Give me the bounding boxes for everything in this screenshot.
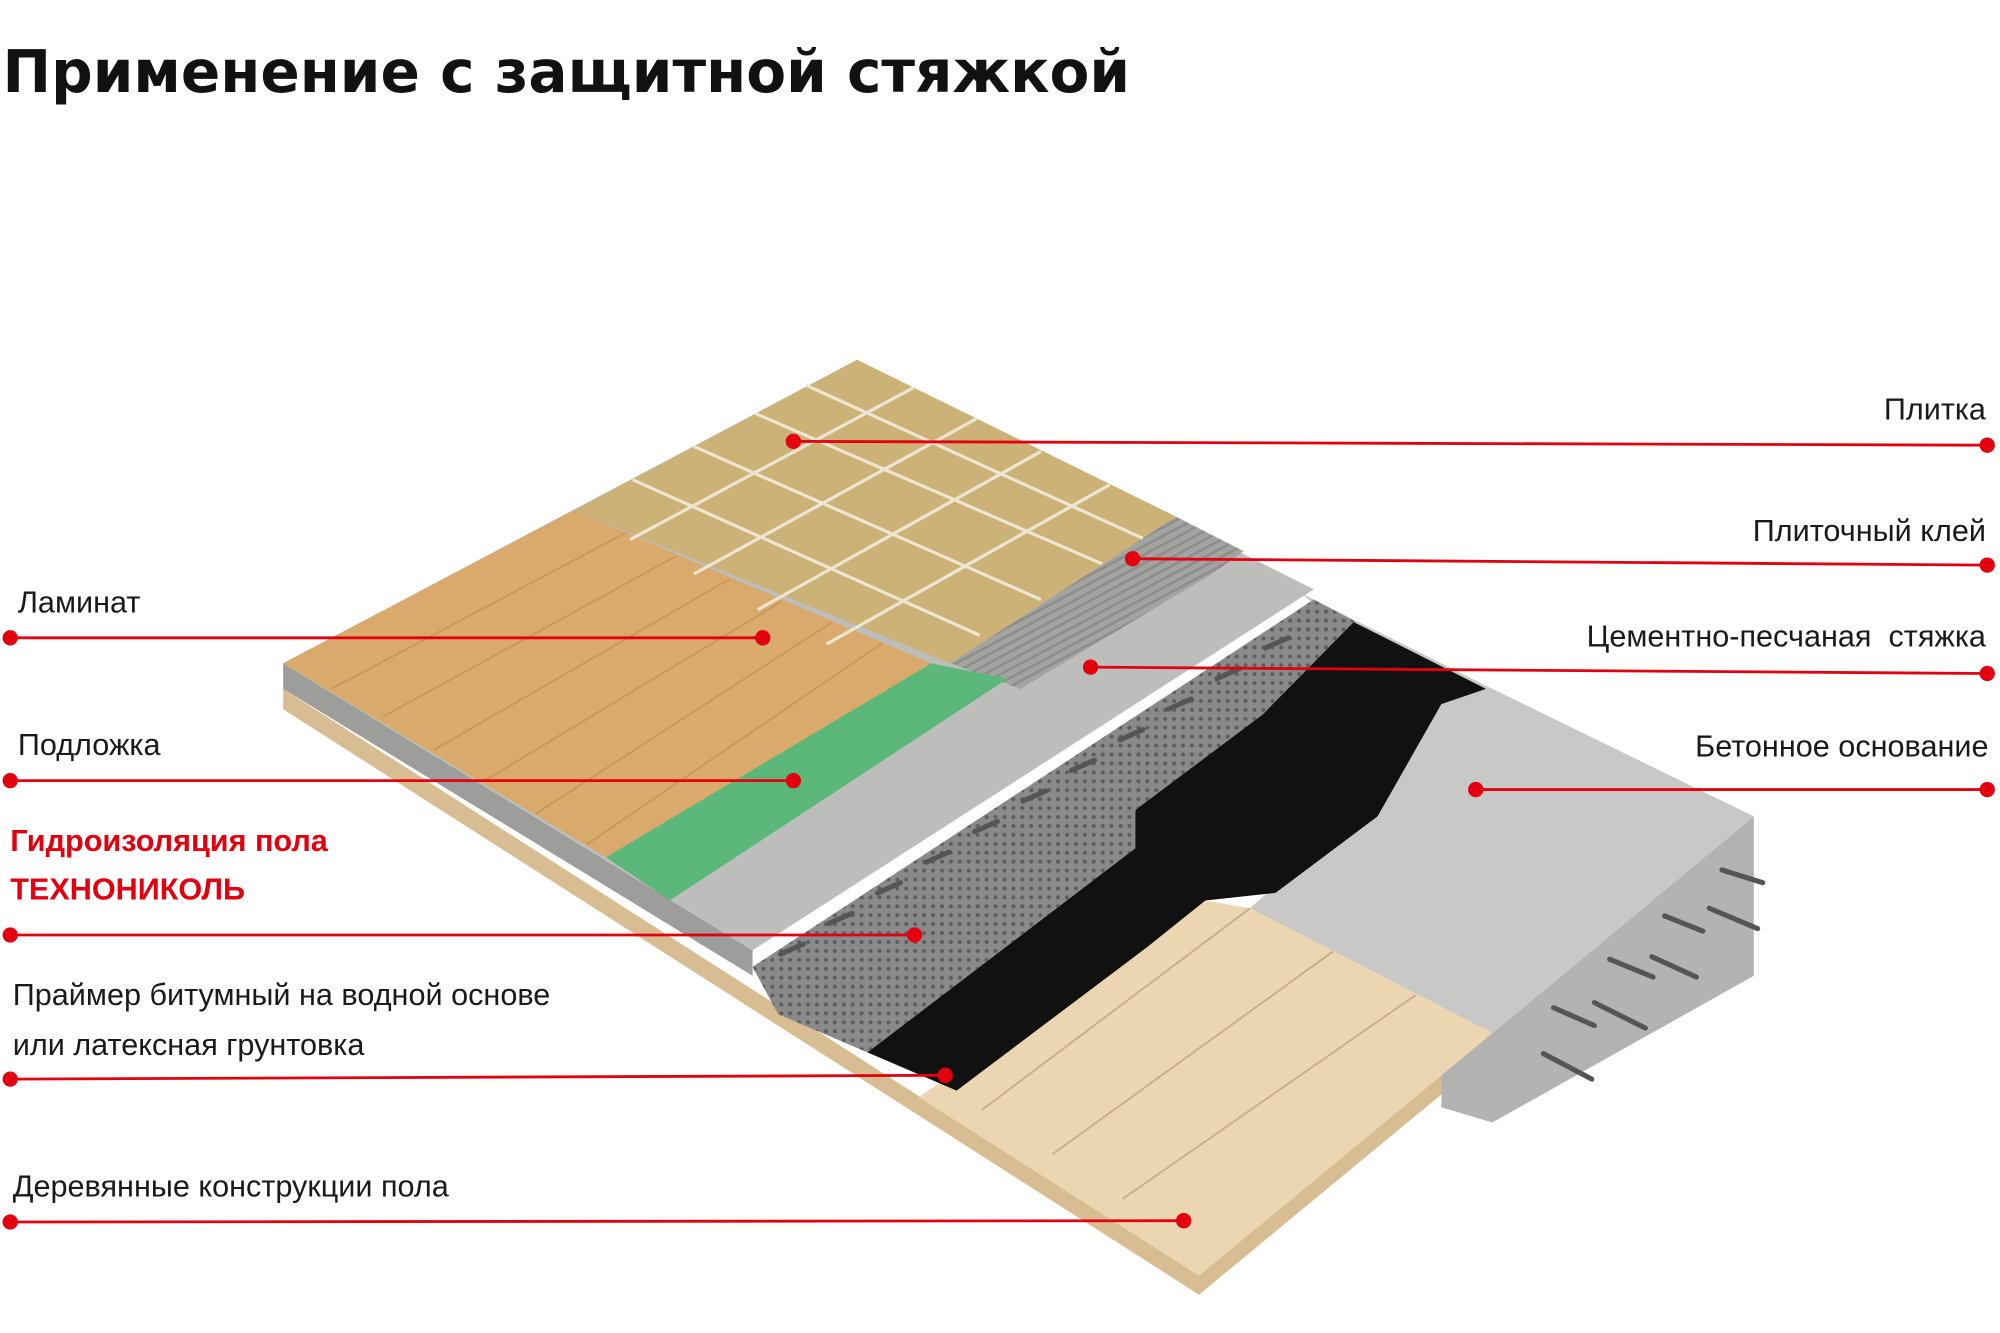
concrete-block-face [1441,816,1754,1123]
perforated-sheet [752,599,1355,1053]
rebar-ends [778,635,1766,1082]
label-wood-structures: Деревянные конструкции пола [13,1169,450,1203]
page-title: Применение с защитной стяжкой [3,38,1131,106]
label-screed: Цементно-песчаная стяжка [1587,620,1987,654]
tiles [573,359,1177,664]
label-underlay: Подложка [18,728,162,762]
label-laminate: Ламинат [18,585,141,619]
wood-planks [918,900,1493,1276]
label-tile: Плитка [1884,393,1987,427]
label-concrete-base: Бетонное основание [1695,729,1988,763]
leaders-left [2,630,1192,1230]
leaders-right [785,433,1995,798]
laminate [283,510,932,858]
screed-side [283,663,753,976]
bitumen-membrane [867,621,1486,1091]
underlay [605,663,1008,901]
label-primer-line1: Праймер битумный на водной основе [13,978,551,1012]
label-waterproofing-line2: ТЕХНОНИКОЛЬ [10,872,245,906]
concrete-block-top [1250,593,1754,1034]
label-waterproofing-line1: Гидроизоляция пола [10,824,329,858]
label-primer-line2: или латексная грунтовка [13,1028,366,1062]
layered-floor-illustration [283,359,1766,1295]
label-tile-adhesive: Плиточный клей [1753,514,1986,548]
